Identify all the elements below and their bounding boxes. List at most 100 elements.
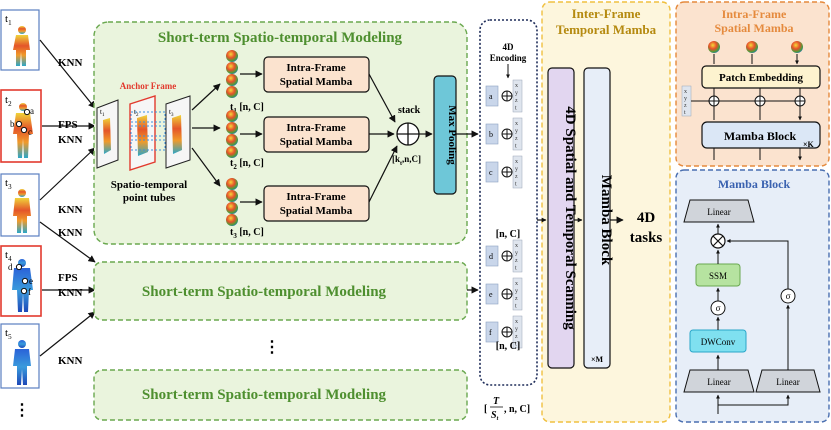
frame-1-label: t1 <box>5 13 12 27</box>
intra-row-3: Intra-Frame Spatial Mamba t3 [n, C] <box>226 145 398 240</box>
modules-ellipsis: ⋮ <box>264 339 280 356</box>
fps-label-1: FPS <box>58 119 78 131</box>
stack-label: stack <box>398 105 421 116</box>
encoding-title-line1: 4D <box>503 42 515 52</box>
feature-token-label-d: d <box>489 252 493 261</box>
bottom-right-linear-label: Linear <box>776 377 799 387</box>
intra-box-3-line1: Intra-Frame <box>286 191 345 203</box>
svg-text:, n, C]: , n, C] <box>504 404 530 415</box>
xyzt-y-a: y <box>515 91 518 97</box>
inter-frame-panel: Inter-Frame Temporal Mamba 4D Spatial an… <box>537 1 671 423</box>
encoding-dim-top: [n, C] <box>496 229 520 240</box>
edge-labels: KNN FPS KNN KNN KNN FPS KNN KNN <box>58 57 83 367</box>
xyzt-vector-b <box>512 117 523 151</box>
xyzt-y-f: y <box>515 327 518 333</box>
encoding-output-S: St <box>491 410 499 422</box>
knn-label-4: KNN <box>58 227 83 239</box>
intra-box-3-line2: Spatial Mamba <box>280 205 353 217</box>
feature-token-label-a: a <box>489 92 493 101</box>
feature-token-a <box>485 85 499 107</box>
top-linear-label: Linear <box>707 207 730 217</box>
encoding-dim-bottom: [n, C] <box>496 341 520 352</box>
feature-token-label-c: c <box>489 168 493 177</box>
xyzt-y-e: y <box>515 289 518 295</box>
human-figure-5 <box>13 340 31 385</box>
patch-embedding-box <box>701 65 821 89</box>
bottom-left-linear-shape <box>683 369 755 393</box>
intra-panel-adds <box>691 88 806 120</box>
xyzt-t-a: t <box>515 106 517 112</box>
knn-label-5: KNN <box>58 287 83 299</box>
feature-token-label-f: f <box>489 328 492 337</box>
frame-column: t1 a b c t2 t3 <box>0 9 42 419</box>
tube-t3: t3 <box>169 108 174 118</box>
xyzt-y-b: y <box>515 129 518 135</box>
human-figure-1 <box>13 26 30 66</box>
tubes-label-line2: point tubes <box>123 192 176 204</box>
xyzt-vector-f <box>512 315 523 349</box>
knn-label-6: KNN <box>58 355 83 367</box>
xyzt-x-d: x <box>515 243 518 249</box>
mamba-block-panel: Mamba Block Linear SSM σ DWConv Linear L… <box>675 169 830 423</box>
feature-token-c <box>485 161 499 183</box>
bottom-right-linear-shape <box>755 369 821 393</box>
times-m-label: ×M <box>591 355 604 364</box>
frame-4: d e f t4 <box>0 245 42 317</box>
intra-frame-panel: Intra-Frame Spatial Mamba Patch Embeddin… <box>675 1 830 167</box>
intra-box-1-line2: Spatial Mamba <box>280 76 353 88</box>
xyzt-t-e: t <box>515 304 517 310</box>
feature-token-d <box>485 245 499 267</box>
short-term-module-3: Short-term Spatio-temporal Modeling <box>93 369 468 421</box>
point-f-label: f <box>28 287 31 297</box>
xyzt-y-d: y <box>515 251 518 257</box>
short-term-title-3: Short-term Spatio-temporal Modeling <box>142 387 387 403</box>
intra-panel-mamba-box <box>701 121 821 149</box>
intra-box-1-line1: Intra-Frame <box>286 62 345 74</box>
times-k-label: ×K <box>803 140 815 149</box>
tasks-line2: tasks <box>630 230 663 246</box>
xyzt-x-c: x <box>515 159 518 165</box>
feature-token-label-e: e <box>489 290 493 299</box>
patch-embedding-label: Patch Embedding <box>719 72 804 84</box>
mamba-panel-title: Mamba Block <box>718 177 791 191</box>
svg-text:y: y <box>684 96 687 102</box>
frame-5: t5 <box>0 323 40 389</box>
chunk-stack-3 <box>226 178 238 226</box>
point-c-label: c <box>28 127 32 137</box>
frame-3-label: t3 <box>5 177 12 191</box>
max-pooling-label: Max Pooling <box>446 105 458 165</box>
inter-frame-title-line2: Temporal Mamba <box>556 22 657 37</box>
inter-mamba-block <box>583 67 611 369</box>
xyzt-vector-d <box>512 239 523 273</box>
knn-label-1: KNN <box>58 57 83 69</box>
intra-panel-mamba-label: Mamba Block <box>724 129 797 143</box>
xyzt-x-b: x <box>515 121 518 127</box>
svg-text:T: T <box>493 396 500 407</box>
scanning-block <box>547 67 575 369</box>
point-d-label: d <box>8 262 13 272</box>
encoding-title-line2: Encoding <box>490 53 527 63</box>
intra-panel-title-line2: Spatial Mamba <box>714 21 793 35</box>
frame-3: t3 <box>0 173 40 237</box>
xyzt-y-c: y <box>515 167 518 173</box>
stack-dim: [kt,n,C] <box>392 154 421 167</box>
sigma-left-label: σ <box>716 303 721 313</box>
top-linear-shape <box>683 199 755 223</box>
tube-t1: t1 <box>100 108 105 118</box>
row-2-dim: t2 [n, C] <box>230 158 264 171</box>
intra-box-2-line1: Intra-Frame <box>286 122 345 134</box>
max-pooling-block: Max Pooling <box>433 75 458 195</box>
intra-frame-box-3 <box>263 185 370 222</box>
knn-label-2: KNN <box>58 134 83 146</box>
short-term-module-2: Short-term Spatio-temporal Modeling <box>93 261 479 321</box>
feature-token-b <box>485 123 499 145</box>
feature-token-f <box>485 321 499 343</box>
encoding-column: 4D Encoding axyztbxyztcxyztdxyztexyztfxy… <box>479 19 538 422</box>
xyzt-t-f: t <box>515 342 517 348</box>
feature-token-label-b: b <box>489 130 493 139</box>
